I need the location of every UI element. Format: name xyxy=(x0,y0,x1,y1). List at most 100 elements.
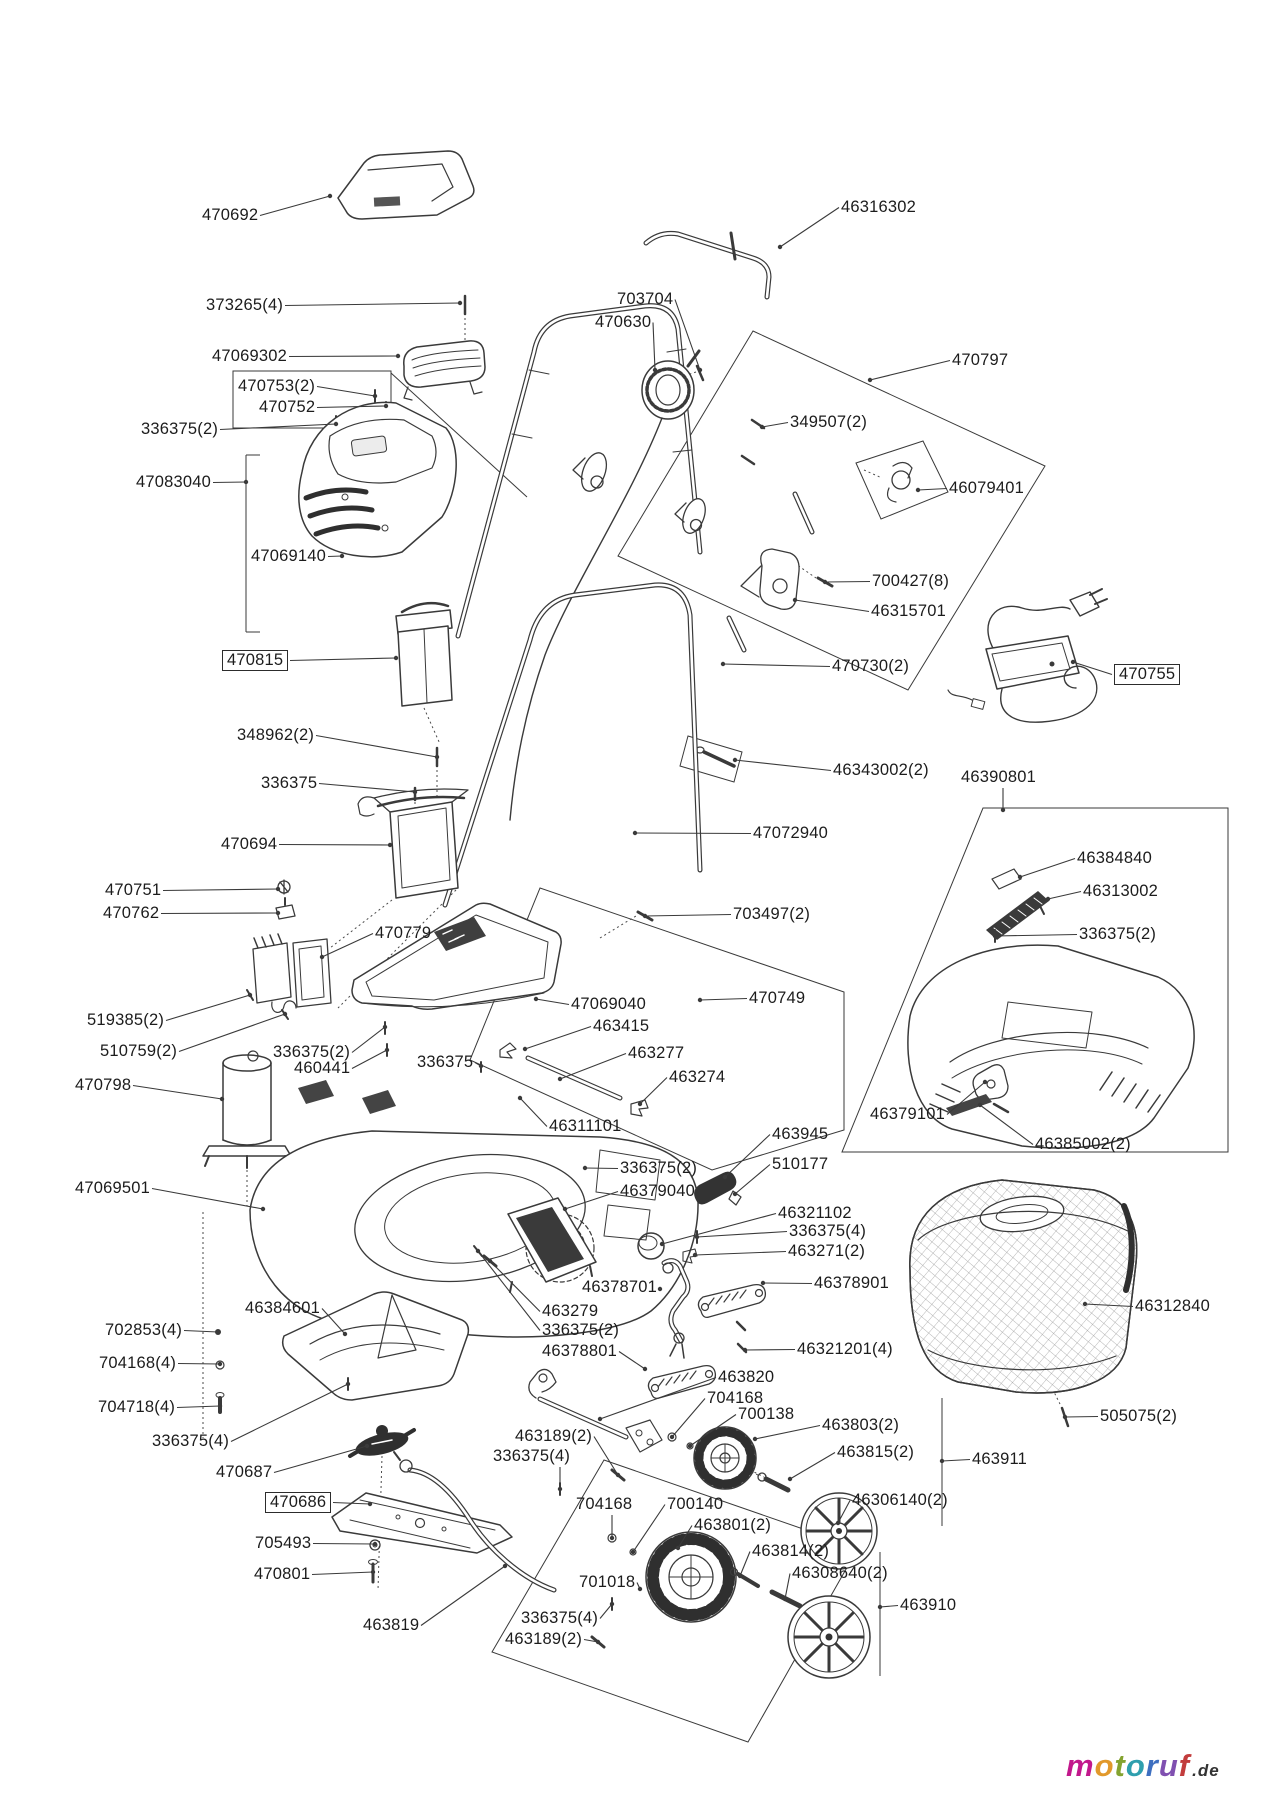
part-label: 510759(2) xyxy=(100,1042,178,1060)
part-label: 463277 xyxy=(628,1044,685,1062)
motor-cover-part xyxy=(298,401,457,558)
part-label: 705493 xyxy=(255,1534,312,1552)
rear-cover-part xyxy=(907,868,1195,1149)
part-label: 463910 xyxy=(900,1596,957,1614)
part-label: 463189(2) xyxy=(515,1427,593,1445)
part-label: 46079401 xyxy=(949,479,1025,497)
part-label: 704168 xyxy=(576,1495,633,1513)
part-label: 46312840 xyxy=(1135,1297,1211,1315)
bracket-frames xyxy=(232,330,1229,1743)
part-label: 46385002(2) xyxy=(1035,1135,1131,1153)
part-label: 46379101 xyxy=(870,1105,946,1123)
part-label: 336375(2) xyxy=(542,1321,620,1339)
part-label: 470815 xyxy=(222,650,289,671)
part-label: 47083040 xyxy=(136,473,212,491)
part-label: 46390801 xyxy=(961,768,1037,786)
part-label: 470798 xyxy=(75,1076,132,1094)
part-label: 463279 xyxy=(542,1302,599,1320)
height-lever-parts xyxy=(647,1258,767,1400)
part-label: 463815(2) xyxy=(837,1443,915,1461)
part-label: 470755 xyxy=(1114,664,1181,685)
part-label: 336375(2) xyxy=(620,1159,698,1177)
part-label: 463189(2) xyxy=(505,1630,583,1648)
part-label: 700140 xyxy=(667,1495,724,1513)
logo-letter: u xyxy=(1158,1748,1179,1783)
logo-letter: f xyxy=(1178,1748,1191,1783)
logo-suffix: .de xyxy=(1192,1761,1220,1780)
part-label: 470801 xyxy=(254,1565,311,1583)
part-label: 700427(8) xyxy=(872,572,950,590)
mower-deck-part xyxy=(249,1080,699,1338)
part-label: 463911 xyxy=(972,1450,1028,1468)
cable-ring-part xyxy=(509,349,705,821)
part-label: 470694 xyxy=(221,835,278,853)
part-label: 46321102 xyxy=(778,1204,852,1222)
part-label: 470753(2) xyxy=(238,377,316,395)
motoruf-logo: motoruf.de xyxy=(1066,1748,1220,1784)
part-label: 470630 xyxy=(595,313,652,331)
part-label: 47069501 xyxy=(75,1179,151,1197)
part-label: 46378701 xyxy=(582,1278,658,1296)
part-label: 373265(4) xyxy=(206,296,284,314)
part-label: 46384601 xyxy=(245,1299,321,1317)
pivot-rod-part xyxy=(393,1451,557,1593)
part-label: 336375(2) xyxy=(1079,925,1157,943)
part-label: 46384840 xyxy=(1077,849,1153,867)
part-label: 336375(4) xyxy=(152,1432,230,1450)
part-label: 46315701 xyxy=(871,602,947,620)
part-label: 47072940 xyxy=(753,824,829,842)
part-label: 470751 xyxy=(105,881,162,899)
grass-catcher-part xyxy=(909,1179,1138,1428)
part-label: 704718(4) xyxy=(98,1398,176,1416)
battery-cover-part xyxy=(337,150,475,220)
part-label: 704168(4) xyxy=(99,1354,177,1372)
part-label: 470686 xyxy=(265,1492,332,1513)
part-label: 46316302 xyxy=(841,198,917,216)
part-label: 46378801 xyxy=(542,1342,618,1360)
top-cover-part xyxy=(351,902,562,1010)
part-label: 47069040 xyxy=(571,995,647,1013)
battery-part xyxy=(395,601,453,707)
part-label: 700138 xyxy=(738,1405,795,1423)
part-label: 463803(2) xyxy=(822,1416,900,1434)
flap-parts xyxy=(637,1171,742,1264)
logo-letter: t xyxy=(1114,1748,1126,1783)
part-label: 505075(2) xyxy=(1100,1407,1178,1425)
part-label: 510177 xyxy=(772,1155,829,1173)
cam-lever-parts xyxy=(572,452,913,534)
logo-letter: m xyxy=(1066,1748,1095,1783)
part-label: 46321201(4) xyxy=(797,1340,893,1358)
part-label: 46378901 xyxy=(814,1274,890,1292)
part-label: 47069302 xyxy=(212,347,288,365)
part-label: 463415 xyxy=(593,1017,650,1035)
part-label: 46343002(2) xyxy=(833,761,929,779)
battery-box-part xyxy=(357,788,469,899)
part-label: 463945 xyxy=(772,1125,829,1143)
part-label: 463819 xyxy=(363,1616,420,1634)
part-label: 463271(2) xyxy=(788,1242,866,1260)
part-label: 704168 xyxy=(707,1389,764,1407)
logo-letter: r xyxy=(1145,1748,1159,1783)
part-label: 349507(2) xyxy=(790,413,868,431)
switch-parts xyxy=(275,879,296,920)
part-label: 460441 xyxy=(294,1059,351,1077)
part-label: 463801(2) xyxy=(694,1516,772,1534)
part-label: 46379040 xyxy=(620,1182,696,1200)
part-label: 470752 xyxy=(259,398,316,416)
logo-letter: o xyxy=(1125,1748,1146,1783)
axle-bar-part xyxy=(528,1368,663,1453)
part-label: 336375(4) xyxy=(521,1609,599,1627)
part-label: 336375 xyxy=(417,1053,474,1071)
part-label: 46308640(2) xyxy=(792,1564,888,1582)
part-label: 470687 xyxy=(216,1463,273,1481)
carry-handle-part xyxy=(403,340,486,401)
part-label: 463814(2) xyxy=(752,1542,830,1560)
motor-part xyxy=(202,1050,292,1169)
part-label: 470749 xyxy=(749,989,806,1007)
upper-handlebar-part xyxy=(455,303,815,653)
part-label: 470730(2) xyxy=(832,657,910,675)
part-label: 336375(4) xyxy=(493,1447,571,1465)
part-label: 703497(2) xyxy=(733,905,811,923)
